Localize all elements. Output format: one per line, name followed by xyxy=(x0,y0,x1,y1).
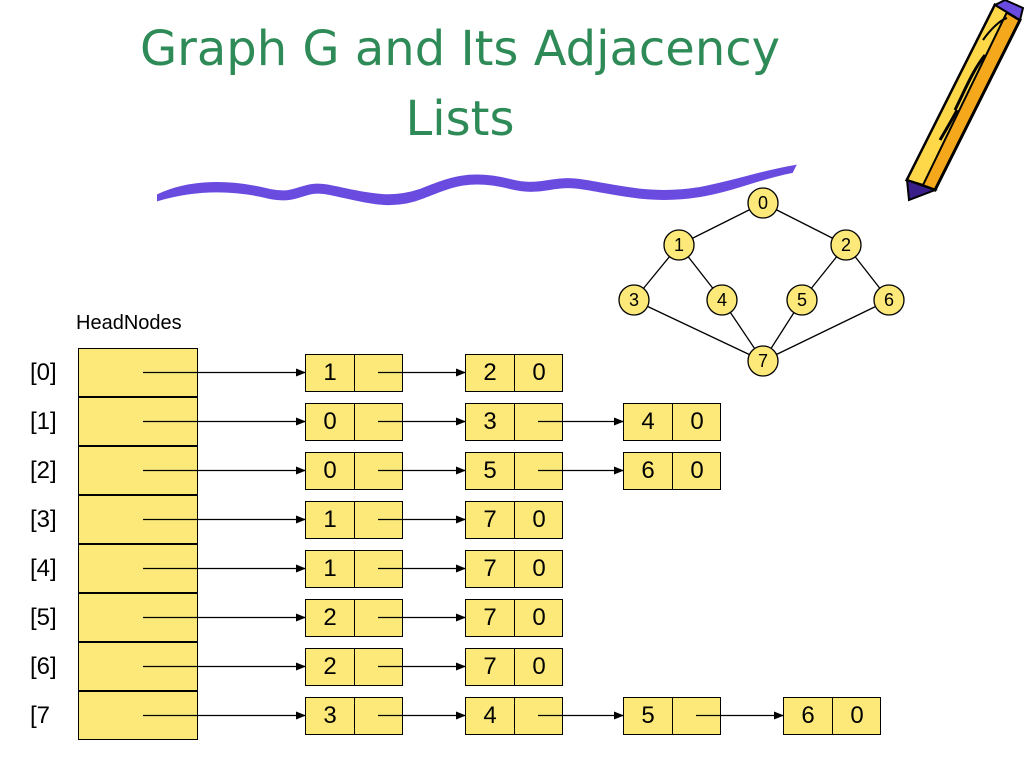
node-vertex: 7 xyxy=(466,599,515,636)
node-link: 0 xyxy=(690,407,704,435)
node-link: 0 xyxy=(532,505,546,533)
node-vertex: 3 xyxy=(306,697,355,734)
node-vertex: 1 xyxy=(306,354,355,391)
svg-text:7: 7 xyxy=(758,351,768,371)
svg-text:4: 4 xyxy=(717,290,727,310)
node-vertex: 7 xyxy=(466,550,515,587)
node-link: 0 xyxy=(532,652,546,680)
node-link: 0 xyxy=(532,603,546,631)
node-vertex: 0 xyxy=(306,403,355,440)
node-vertex: 2 xyxy=(306,599,355,636)
node-link: 0 xyxy=(850,701,864,729)
index-label: [1] xyxy=(30,407,57,435)
node-vertex: 4 xyxy=(624,403,673,440)
index-label: [7 xyxy=(30,701,51,729)
graph-node: 2 xyxy=(830,229,862,261)
graph-node: 6 xyxy=(873,284,905,316)
node-vertex: 2 xyxy=(466,354,515,391)
graph-node: 1 xyxy=(663,229,695,261)
node-vertex: 4 xyxy=(466,697,515,734)
node-link: 0 xyxy=(532,554,546,582)
node-link: 0 xyxy=(690,456,704,484)
svg-text:3: 3 xyxy=(629,290,639,310)
node-vertex: 7 xyxy=(466,648,515,685)
slide-title-line2: Lists xyxy=(405,91,515,147)
index-label: [3] xyxy=(30,505,57,533)
index-label: [4] xyxy=(30,554,57,582)
node-vertex: 2 xyxy=(306,648,355,685)
node-vertex: 0 xyxy=(306,452,355,489)
graph-edge xyxy=(678,202,764,246)
graph-node: 4 xyxy=(706,284,738,316)
node-vertex: 6 xyxy=(784,697,833,734)
index-label: [6] xyxy=(30,652,57,680)
svg-text:2: 2 xyxy=(841,235,851,255)
index-label: [0] xyxy=(30,358,57,386)
svg-text:1: 1 xyxy=(674,235,684,255)
slide-title: Graph G and Its Adjacency xyxy=(139,21,781,77)
svg-text:6: 6 xyxy=(884,290,894,310)
list-node: 3 xyxy=(465,402,563,441)
list-node: 1 xyxy=(305,353,403,392)
svg-text:0: 0 xyxy=(758,193,768,213)
graph-node: 5 xyxy=(786,284,818,316)
list-node: 1 xyxy=(305,500,403,539)
node-vertex: 5 xyxy=(624,697,673,734)
node-vertex: 5 xyxy=(466,452,515,489)
node-vertex: 1 xyxy=(306,501,355,538)
graph-node: 3 xyxy=(618,284,650,316)
list-node: 1 xyxy=(305,549,403,588)
node-vertex: 7 xyxy=(466,501,515,538)
index-label: [2] xyxy=(30,456,57,484)
headnodes-label: HeadNodes xyxy=(76,312,182,334)
graph-edge xyxy=(762,299,890,362)
node-vertex: 3 xyxy=(466,403,515,440)
graph-node: 7 xyxy=(747,345,779,377)
node-vertex: 6 xyxy=(624,452,673,489)
svg-text:5: 5 xyxy=(797,290,807,310)
pencil-icon xyxy=(904,0,1024,202)
index-label: [5] xyxy=(30,603,57,631)
graph-node: 0 xyxy=(747,187,779,219)
graph-edge xyxy=(633,299,764,362)
list-node: 3 xyxy=(305,696,403,735)
node-vertex: 1 xyxy=(306,550,355,587)
node-link: 0 xyxy=(532,358,546,386)
